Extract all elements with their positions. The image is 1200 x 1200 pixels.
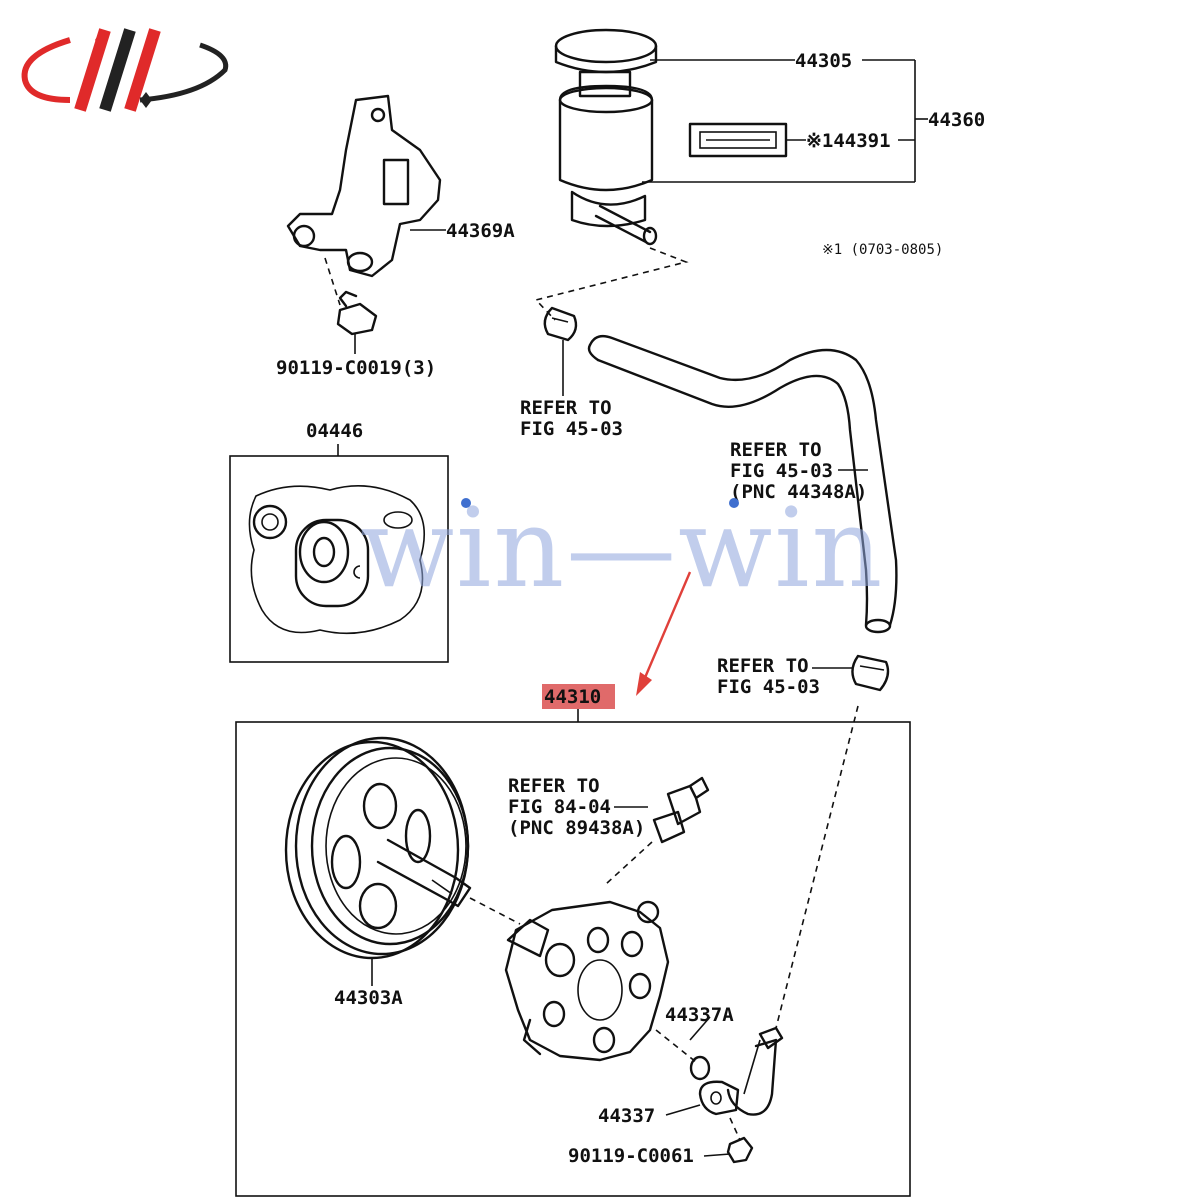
date-range-note: ※1 (0703-0805) bbox=[822, 242, 943, 258]
highlight-44310 bbox=[542, 684, 615, 709]
hose-clamp-bottom bbox=[851, 654, 890, 692]
part-label-44303a: 44303A bbox=[334, 987, 403, 1009]
refer-label-3-line1: REFER TO bbox=[717, 655, 809, 677]
label-plate bbox=[688, 122, 788, 158]
union-fitting bbox=[698, 1026, 784, 1116]
part-label-44391: ※144391 bbox=[806, 130, 891, 152]
refer-label-2-line2: FIG 45-03 bbox=[730, 460, 833, 482]
watermark-dot-right bbox=[729, 498, 739, 508]
refer-label-1-line1: REFER TO bbox=[520, 397, 612, 419]
o-ring bbox=[689, 1055, 711, 1081]
brand-logo bbox=[21, 28, 229, 112]
power-steering-pump bbox=[504, 900, 670, 1062]
part-label-44310: 44310 bbox=[544, 686, 601, 708]
gasket-kit-box bbox=[229, 455, 449, 663]
hose-clamp-top bbox=[543, 306, 578, 342]
red-arrow bbox=[636, 571, 692, 696]
part-label-04446: 04446 bbox=[306, 420, 363, 442]
refer-label-4-line2: FIG 84-04 bbox=[508, 796, 611, 818]
part-label-44337a: 44337A bbox=[665, 1004, 734, 1026]
refer-label-2-line3: (PNC 44348A) bbox=[730, 481, 867, 503]
bolt-top bbox=[336, 290, 378, 336]
part-label-44369a: 44369A bbox=[446, 220, 515, 242]
part-label-bolt-top: 90119-C0019(3) bbox=[276, 357, 436, 379]
pump-assembly-box bbox=[235, 721, 911, 1197]
bracket bbox=[286, 94, 442, 278]
pulley bbox=[284, 736, 472, 960]
refer-label-4-line1: REFER TO bbox=[508, 775, 600, 797]
return-hose bbox=[587, 334, 898, 634]
refer-label-2-line1: REFER TO bbox=[730, 439, 822, 461]
refer-label-1-line2: FIG 45-03 bbox=[520, 418, 623, 440]
part-label-44360: 44360 bbox=[928, 109, 985, 131]
reservoir-tank bbox=[554, 28, 658, 246]
pressure-switch bbox=[652, 776, 710, 844]
refer-label-4-line3: (PNC 89438A) bbox=[508, 817, 645, 839]
part-label-44305: 44305 bbox=[795, 50, 852, 72]
refer-label-3-line2: FIG 45-03 bbox=[717, 676, 820, 698]
watermark-dot-left bbox=[461, 498, 471, 508]
gasket-kit bbox=[248, 485, 426, 635]
part-label-bolt-bottom: 90119-C0061 bbox=[568, 1145, 694, 1167]
bolt-bottom bbox=[726, 1136, 754, 1164]
part-label-44337: 44337 bbox=[598, 1105, 655, 1127]
watermark-text: win—win bbox=[360, 484, 884, 612]
